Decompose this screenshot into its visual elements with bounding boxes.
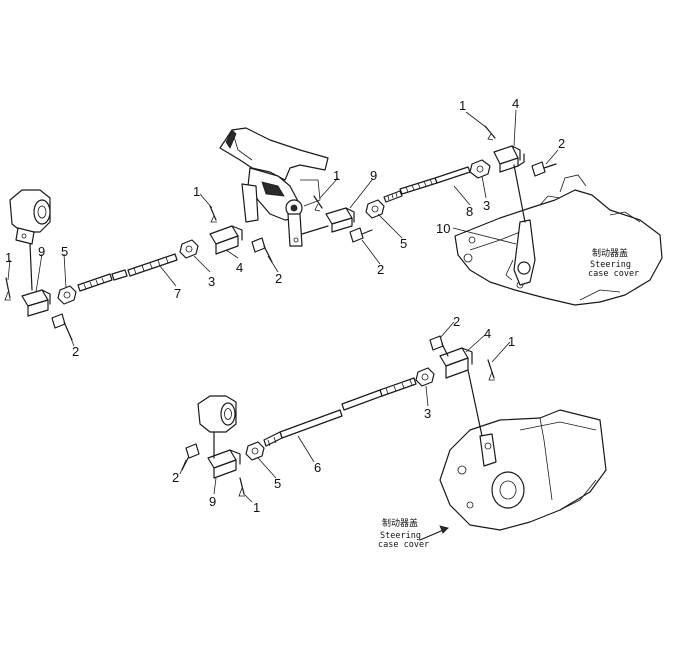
- top-center-bracket: [219, 127, 329, 247]
- callout-2-top-center: 2: [377, 262, 384, 277]
- callout-1-center-left: 1: [193, 184, 200, 199]
- top-right-assembly: [399, 125, 557, 223]
- callout-1-top-right: 1: [459, 98, 466, 113]
- callout-numbers: 1 4 2 3 8 10 9 1 5 2 1 4 3 2 7 5 9 1 2 2…: [5, 96, 565, 515]
- callout-3-bottom: 3: [424, 406, 431, 421]
- callout-2-bottom-left: 2: [172, 470, 179, 485]
- callout-2-left: 2: [72, 344, 79, 359]
- callout-4-bottom-right: 4: [484, 326, 491, 341]
- bottom-cover-cn-label: 制动器盖: [382, 517, 418, 529]
- bottom-cover-arrowhead: [439, 525, 449, 534]
- callout-4-center-left: 4: [236, 260, 243, 275]
- callout-3-center-left: 3: [208, 274, 215, 289]
- top-cover-en-label-1: Steering: [590, 260, 631, 270]
- callout-5-top-center: 5: [400, 236, 407, 251]
- callout-1-left: 1: [5, 250, 12, 265]
- bottom-cover-en-label-1: Steering: [380, 531, 421, 541]
- callout-9-left: 9: [38, 244, 45, 259]
- callout-5-left: 5: [61, 244, 68, 259]
- callout-2-top-right: 2: [558, 136, 565, 151]
- leader-lines: [7, 109, 559, 503]
- top-cover-en-label-2: case cover: [588, 269, 639, 279]
- callout-2-bottom-right: 2: [453, 314, 460, 329]
- callout-3-top-right: 3: [483, 198, 490, 213]
- steering-case-cover-top: [454, 174, 663, 306]
- callout-2-center-left: 2: [275, 271, 282, 286]
- callout-6: 6: [314, 460, 321, 475]
- callout-10: 10: [436, 221, 450, 236]
- top-cover-cn-label: 制动器盖: [592, 247, 628, 259]
- callout-1-top-center: 1: [333, 168, 340, 183]
- bottom-cover-en-label-2: case cover: [378, 540, 429, 550]
- bottom-assembly: [181, 335, 607, 531]
- top-left-assembly: [4, 189, 273, 341]
- callout-9-bottom: 9: [209, 494, 216, 509]
- callout-1-bottom: 1: [253, 500, 260, 515]
- callout-4-top-right: 4: [512, 96, 519, 111]
- callout-1-bottom-right: 1: [508, 334, 515, 349]
- callout-5-bottom: 5: [274, 476, 281, 491]
- callout-8: 8: [466, 204, 473, 219]
- callout-7: 7: [174, 286, 181, 301]
- callout-9-top-center: 9: [370, 168, 377, 183]
- top-center-parts: [313, 190, 403, 243]
